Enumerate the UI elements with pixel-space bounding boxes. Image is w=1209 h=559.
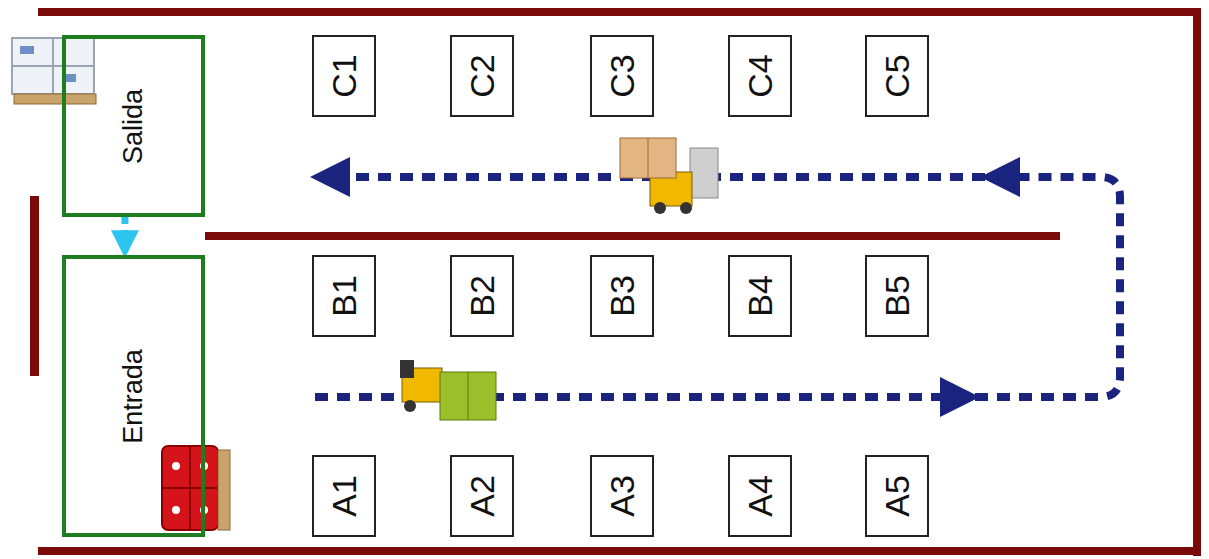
storage-slot: B3	[590, 255, 654, 337]
forklift-lower	[400, 360, 496, 420]
wall-top	[38, 8, 1201, 16]
wall-middle	[205, 232, 1060, 240]
location-label: Entrada	[120, 349, 147, 444]
flow-arrow	[121, 217, 128, 247]
storage-slot: B5	[865, 255, 929, 337]
storage-slot: B4	[728, 255, 792, 337]
location-label: A3	[605, 475, 639, 517]
storage-slot: C1	[312, 35, 376, 117]
storage-slot: C2	[450, 35, 514, 117]
location-label: A2	[465, 475, 499, 517]
location-label: C4	[743, 54, 777, 97]
pallet-white	[12, 38, 96, 104]
location-label: A5	[880, 475, 914, 517]
wall	[30, 8, 1201, 556]
storage-slot: B2	[450, 255, 514, 337]
location-label: A1	[327, 475, 361, 517]
storage-slot: C5	[865, 35, 929, 117]
location-label: B3	[605, 275, 639, 317]
pallet-red	[162, 446, 230, 530]
location-label: A4	[743, 475, 777, 517]
location-label: B4	[743, 275, 777, 317]
wall-bottom	[38, 547, 1201, 555]
location-label: B2	[465, 275, 499, 317]
storage-slot: C4	[728, 35, 792, 117]
wall-left	[30, 196, 39, 376]
entry-zone: Entrada	[62, 255, 205, 537]
route-turn	[975, 177, 1120, 397]
storage-slot: A3	[590, 455, 654, 537]
storage-slot: A5	[865, 455, 929, 537]
storage-slot: B1	[312, 255, 376, 337]
location-label: B5	[880, 275, 914, 317]
wall-right	[1193, 8, 1201, 556]
forklift-route	[315, 177, 1120, 397]
forklift-upper	[620, 138, 718, 214]
storage-slot: C3	[590, 35, 654, 117]
storage-slot: A4	[728, 455, 792, 537]
storage-slot: A2	[450, 455, 514, 537]
storage-slot: A1	[312, 455, 376, 537]
location-label: C5	[880, 54, 914, 97]
location-label: C1	[327, 54, 361, 97]
location-label: Salida	[120, 88, 147, 163]
location-label: B1	[327, 275, 361, 317]
location-label: C3	[605, 54, 639, 97]
location-label: C2	[465, 54, 499, 97]
exit-zone: Salida	[62, 35, 205, 217]
